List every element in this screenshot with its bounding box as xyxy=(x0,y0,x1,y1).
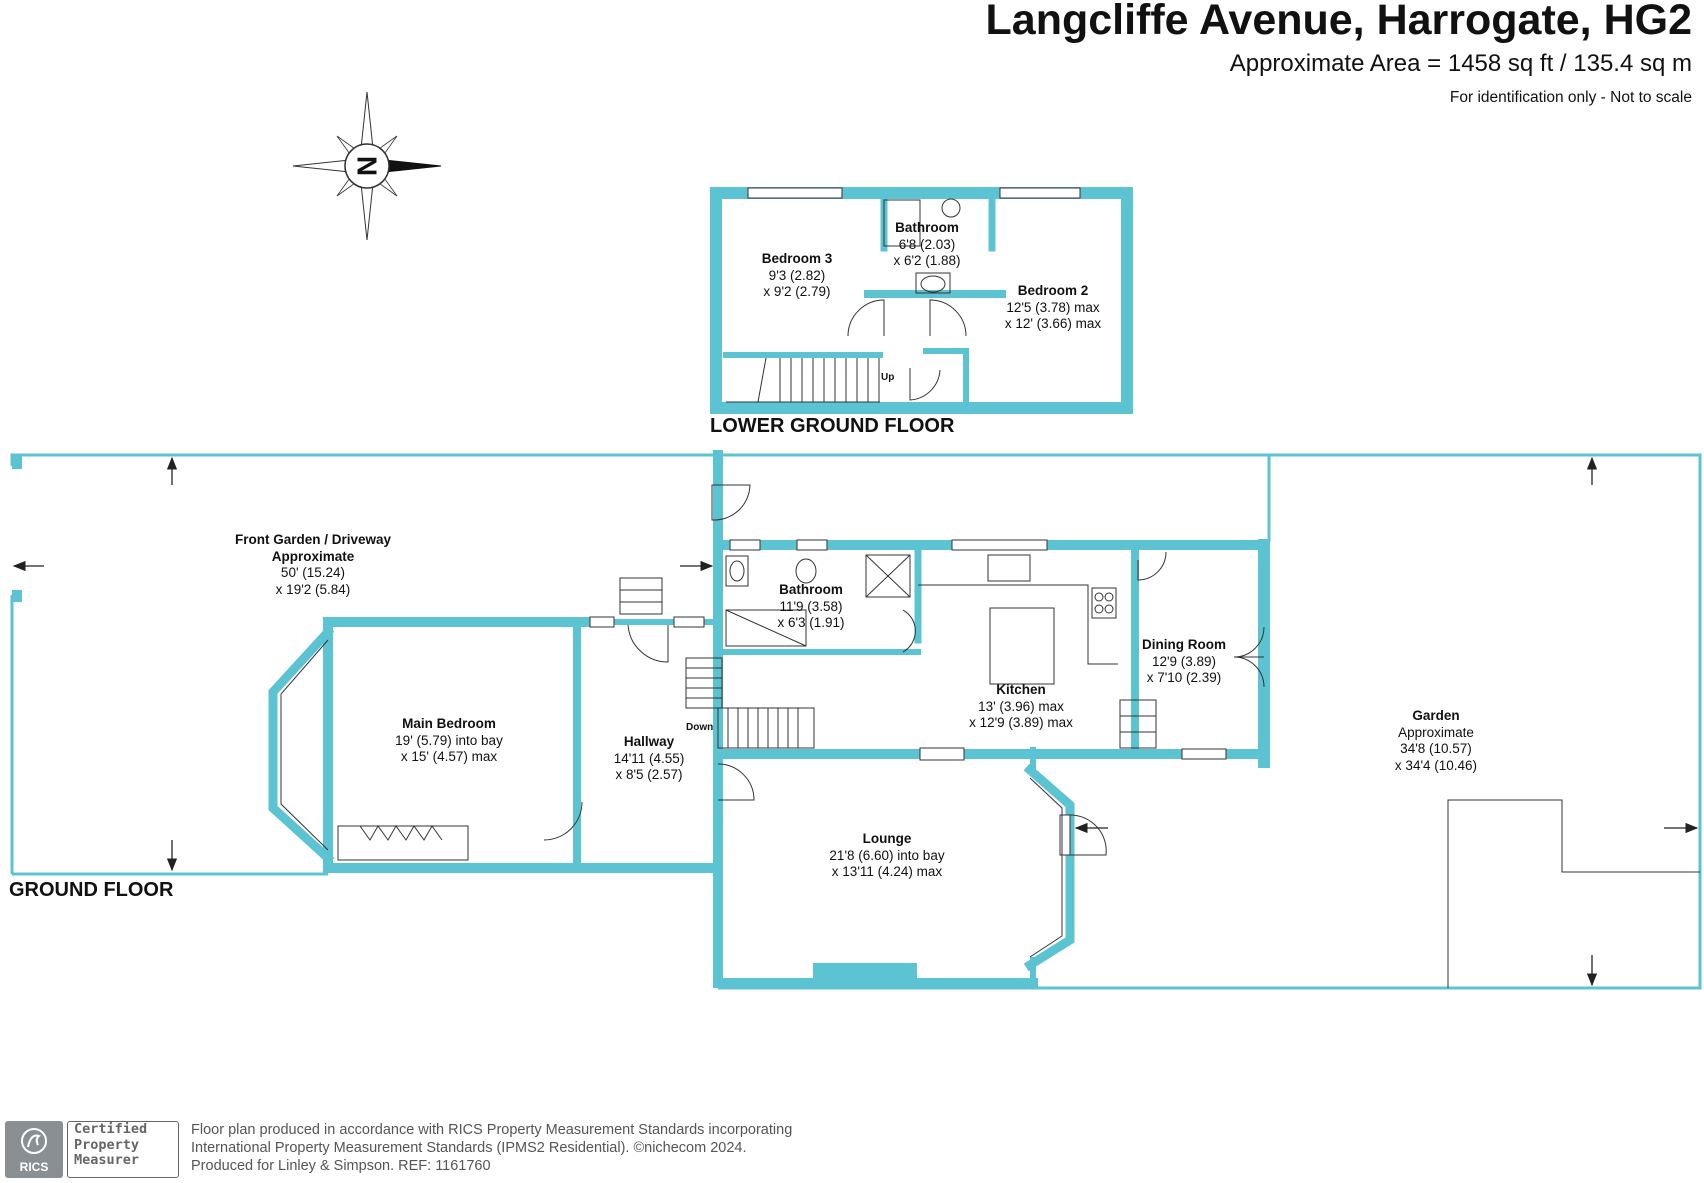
footer-text: Floor plan produced in accordance with R… xyxy=(191,1122,793,1174)
room-label-bedroom-3: Bedroom 3 9'3 (2.82) x 9'2 (2.79) xyxy=(761,251,833,299)
room-label-kitchen: Kitchen 13' (3.96) max x 12'9 (3.89) max xyxy=(969,682,1073,730)
rics-logo: RICS xyxy=(5,1121,63,1178)
room-label-bathroom-ground: Bathroom 11'9 (3.58) x 6'3 (1.91) xyxy=(777,582,845,630)
lion-icon xyxy=(21,1128,47,1154)
room-label-bathroom-lower: Bathroom 6'8 (2.03) x 6'2 (1.88) xyxy=(893,220,961,268)
lower-ground-fixtures xyxy=(726,187,1081,403)
site-markers xyxy=(12,455,22,602)
floor-label-lower-ground: LOWER GROUND FLOOR xyxy=(710,415,955,437)
room-label-front-garden: Front Garden / Driveway Approximate 50' … xyxy=(234,532,392,597)
room-label-dining-room: Dining Room 12'9 (3.89) x 7'10 (2.39) xyxy=(1142,637,1226,685)
page-title: Langcliffe Avenue, Harrogate, HG2 xyxy=(985,0,1692,44)
compass-letter: N xyxy=(352,156,383,176)
room-label-main-bedroom: Main Bedroom 19' (5.79) into bay x 15' (… xyxy=(395,716,503,764)
ground-floor-fixtures xyxy=(280,484,1700,988)
floor-label-ground: GROUND FLOOR xyxy=(9,879,174,901)
room-label-lounge: Lounge 21'8 (6.60) into bay x 13'11 (4.2… xyxy=(829,831,945,879)
room-label-bedroom-2: Bedroom 2 12'5 (3.78) max x 12' (3.66) m… xyxy=(1004,283,1102,331)
room-label-hallway: Hallway 14'11 (4.55) x 8'5 (2.57) xyxy=(613,734,685,782)
approximate-area: Approximate Area = 1458 sq ft / 135.4 sq… xyxy=(1229,50,1692,77)
stairs-down-label: Down xyxy=(686,722,714,733)
room-label-garden: Garden Approximate 34'8 (10.57) x 34'4 (… xyxy=(1394,708,1478,773)
compass-icon: N xyxy=(292,91,442,241)
scale-note: For identification only - Not to scale xyxy=(1449,89,1692,106)
stairs-up-label: Up xyxy=(881,372,895,383)
dimension-arrows xyxy=(12,456,1699,987)
rics-certified-badge: RICS Certified Property Measurer xyxy=(5,1121,179,1178)
certified-measurer-box: Certified Property Measurer xyxy=(67,1121,179,1178)
